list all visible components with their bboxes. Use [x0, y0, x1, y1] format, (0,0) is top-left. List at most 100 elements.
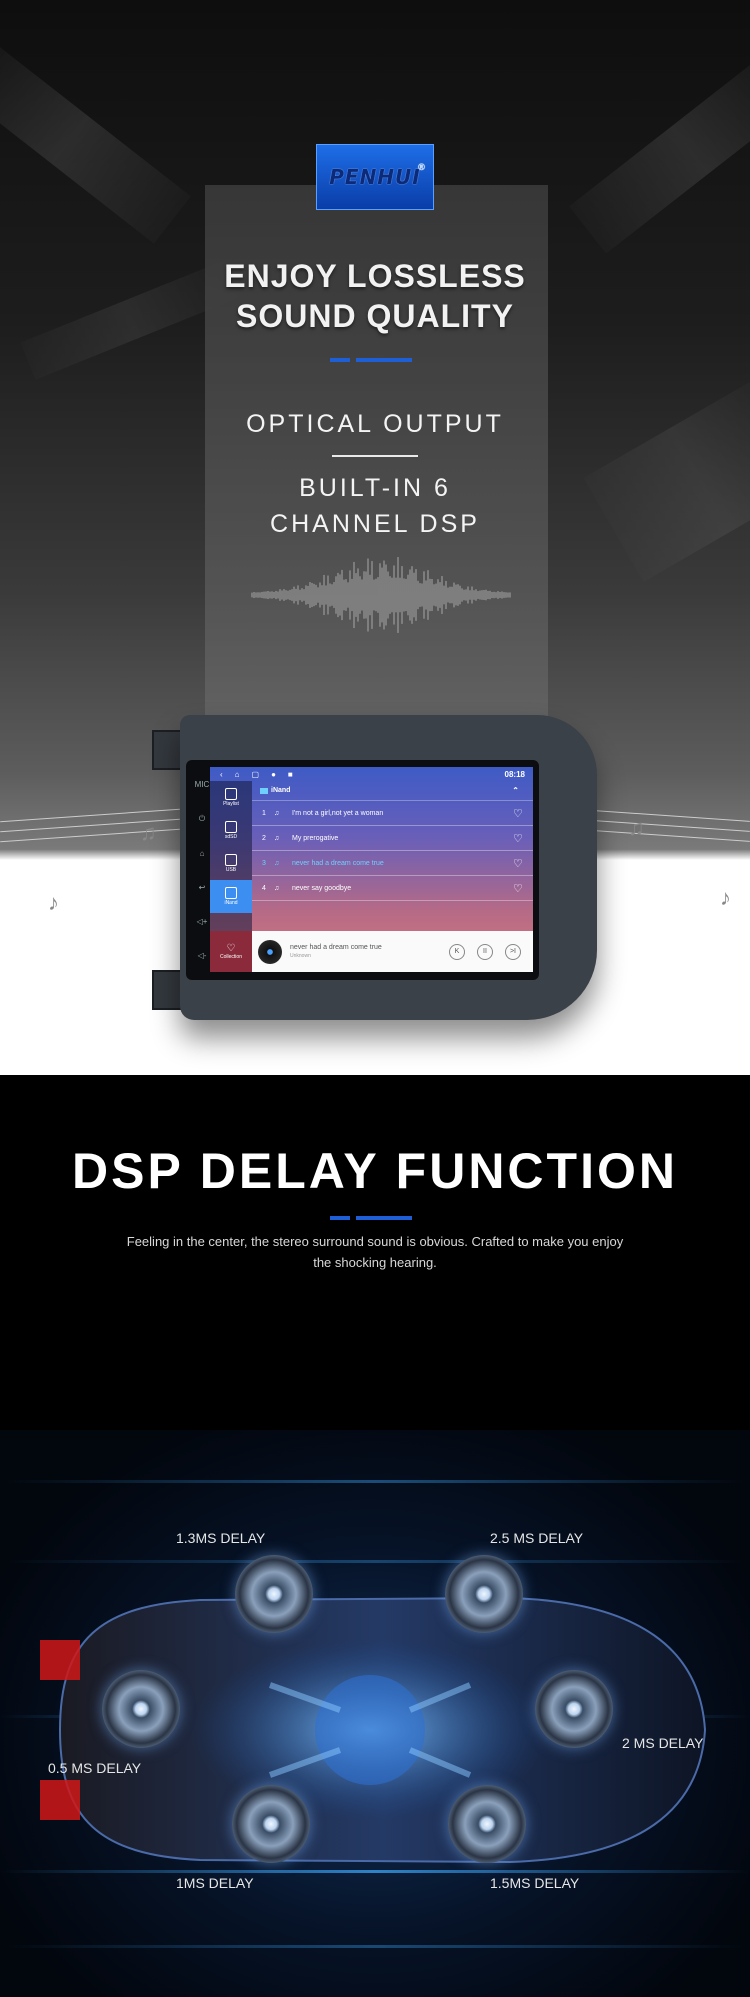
track-number: 3	[262, 859, 266, 867]
light-beam	[0, 1480, 750, 1483]
favorite-heart-icon[interactable]: ♡	[513, 882, 523, 895]
light-beam	[0, 1870, 750, 1873]
dsp-section: DSP DELAY FUNCTION Feeling in the center…	[0, 1075, 750, 1997]
list-header-title: iNand	[271, 787, 291, 794]
music-note-icon: ♫	[140, 820, 157, 845]
brand-logo-text: PENHUI	[329, 165, 421, 189]
light-beam	[0, 1945, 750, 1948]
music-note-icon: ♫	[628, 815, 645, 840]
home-icon[interactable]: ⌂	[234, 769, 240, 779]
volume-up-key[interactable]: ◁+	[196, 916, 208, 926]
feature-dsp-line1: BUILT-IN 6	[299, 474, 451, 502]
nav-label: Playlist	[223, 801, 239, 807]
album-disc-icon	[258, 939, 282, 964]
list-header[interactable]: iNand ⌃	[252, 781, 533, 801]
track-title: My prerogative	[292, 834, 339, 842]
music-note-icon: ♫	[274, 859, 280, 867]
feature-dsp-line2: CHANNEL DSP	[270, 510, 480, 538]
list-icon	[225, 788, 237, 800]
accent-divider	[356, 358, 412, 362]
delay-label-rear-right: 1.5MS DELAY	[490, 1875, 580, 1891]
hero-panel	[205, 185, 548, 785]
delay-label-front-right: 2.5 MS DELAY	[490, 1530, 584, 1546]
home-key[interactable]: ⌂	[199, 848, 205, 858]
track-title: I'm not a girl,not yet a woman	[292, 809, 384, 817]
storage-icon	[225, 887, 237, 899]
mic-label: MIC	[194, 779, 210, 789]
feature-optical-output: OPTICAL OUTPUT	[246, 410, 504, 438]
location-icon: ●	[271, 769, 276, 779]
usb-icon	[225, 854, 237, 866]
now-playing-title: never had a dream come true	[290, 944, 382, 951]
delay-label-left: 0.5 MS DELAY	[48, 1760, 142, 1776]
nav-item-usb[interactable]: USB	[210, 847, 252, 880]
dsp-description: Feeling in the center, the stereo surrou…	[126, 1234, 624, 1270]
now-playing-bar: never had a dream come true Unknown K II…	[252, 931, 533, 972]
speaker-rear-right	[448, 1785, 526, 1863]
music-note-icon: ♫	[274, 884, 280, 892]
track-number: 4	[262, 884, 266, 892]
nav-label: Collection	[220, 954, 242, 960]
track-row[interactable]: 1 ♫ I'm not a girl,not yet a woman ♡	[252, 801, 533, 826]
status-bar: ‹ ⌂ ▢ ● ■ 08:18	[210, 767, 533, 781]
app-icon: ■	[287, 769, 293, 779]
background-beam	[583, 378, 750, 582]
sound-wave-icon	[251, 557, 511, 633]
background-beam	[0, 36, 191, 244]
favorite-heart-icon[interactable]: ♡	[513, 807, 523, 820]
favorite-heart-icon[interactable]: ♡	[513, 857, 523, 870]
accent-divider	[356, 1216, 412, 1220]
track-number: 1	[262, 809, 266, 817]
status-time: 08:18	[504, 769, 525, 779]
volume-down-key[interactable]: ◁-	[197, 950, 207, 960]
speaker-left	[102, 1670, 180, 1748]
car-illustration: 1.3MS DELAY 2.5 MS DELAY 0.5 MS DELAY 2 …	[0, 1430, 750, 1997]
nav-item-collection[interactable]: ♡ Collection	[210, 931, 252, 972]
speaker-right	[535, 1670, 613, 1748]
delay-label-right: 2 MS DELAY	[622, 1735, 704, 1751]
music-note-icon: ♫	[274, 834, 280, 842]
sd-card-icon	[225, 821, 237, 833]
chevron-up-icon[interactable]: ⌃	[512, 786, 519, 795]
favorite-heart-icon[interactable]: ♡	[513, 832, 523, 845]
nav-label: USB	[225, 867, 237, 873]
nav-item-sd[interactable]: sdSD	[210, 814, 252, 847]
heart-icon: ♡	[226, 943, 236, 954]
track-title: never say goodbye	[292, 884, 352, 892]
car-stereo-unit: MIC ⏻ ⌂ ↩ ◁+ ◁- ‹ ⌂ ▢ ● ■ 08:18 Playlist	[152, 715, 597, 1020]
headline-line2: SOUND QUALITY	[236, 298, 514, 334]
back-icon[interactable]: ‹	[220, 769, 223, 779]
now-playing-artist: Unknown	[290, 953, 311, 959]
track-row[interactable]: 2 ♫ My prerogative ♡	[252, 826, 533, 851]
next-track-button[interactable]: >I	[505, 943, 521, 960]
pause-button[interactable]: II	[477, 943, 493, 960]
background-beam	[569, 46, 750, 254]
nav-item-playlist[interactable]: Playlist	[210, 781, 252, 814]
recent-apps-icon[interactable]: ▢	[251, 769, 260, 779]
delay-label-rear-left: 1MS DELAY	[176, 1875, 254, 1891]
nav-label: iNand	[224, 900, 238, 906]
accent-divider	[330, 1216, 350, 1220]
registered-mark: ®	[417, 163, 427, 173]
speaker-rear-left	[232, 1785, 310, 1863]
track-row[interactable]: 4 ♫ never say goodbye ♡	[252, 876, 533, 901]
back-key[interactable]: ↩	[198, 882, 206, 892]
hero-section: PENHUI ® ENJOY LOSSLESS SOUND QUALITY OP…	[0, 0, 750, 1075]
previous-track-button[interactable]: K	[449, 943, 465, 960]
nav-item-inand[interactable]: iNand	[210, 880, 252, 913]
feature-divider	[332, 455, 418, 457]
mount-bracket	[152, 970, 182, 1010]
music-app: ‹ ⌂ ▢ ● ■ 08:18 Playlist sdSD USB	[210, 767, 533, 972]
folder-icon	[260, 787, 268, 794]
track-number: 2	[262, 834, 266, 842]
track-row-playing[interactable]: 3 ♫ never had a dream come true ♡	[252, 851, 533, 876]
music-note-icon: ♪	[720, 885, 731, 910]
speaker-front-left	[235, 1555, 313, 1633]
delay-label-front-left: 1.3MS DELAY	[176, 1530, 266, 1546]
brand-logo: PENHUI ®	[316, 144, 434, 210]
dsp-title: DSP DELAY FUNCTION	[72, 1143, 678, 1199]
speaker-front-right	[445, 1555, 523, 1633]
power-key[interactable]: ⏻	[198, 813, 206, 823]
mount-bracket	[152, 730, 182, 770]
nav-label: sdSD	[224, 834, 238, 840]
